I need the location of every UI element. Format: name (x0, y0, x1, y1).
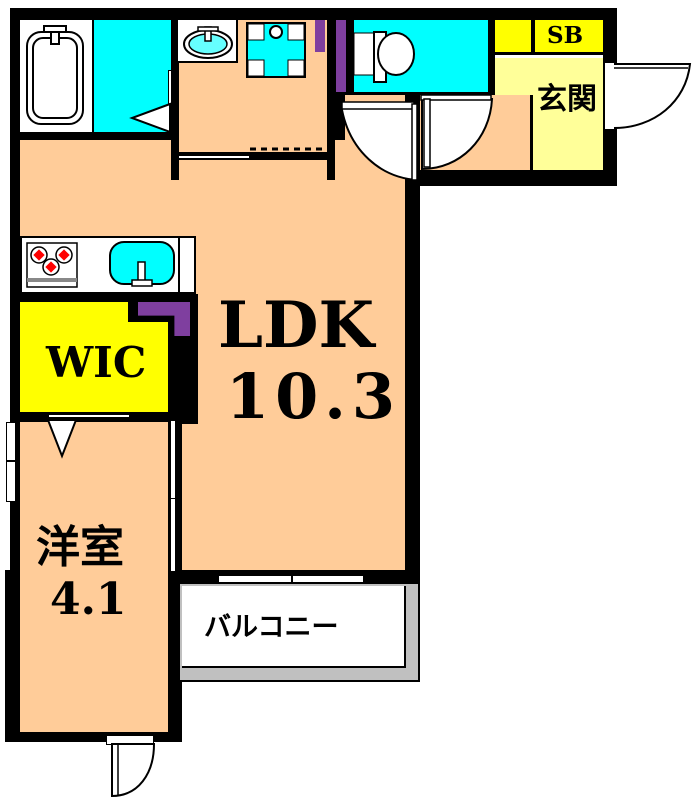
wic-door[interactable] (48, 414, 130, 418)
counter-divider (178, 238, 180, 292)
kitchen-sink-icon (109, 241, 175, 287)
washroom-door-dashes (250, 147, 326, 151)
pipe-shaft-2 (336, 20, 346, 92)
entrance-step (495, 95, 533, 170)
right-main-wall (405, 95, 420, 575)
shoe-box: SB (535, 20, 603, 52)
western-room-window-mid (6, 460, 16, 462)
wic-door-dots (177, 346, 183, 416)
shoe-box-small (495, 20, 531, 52)
western-room-floor (20, 422, 168, 732)
shoe-box-label: SB (547, 22, 584, 49)
toilet-icon (353, 31, 415, 83)
toilet-door-swing-icon[interactable] (340, 100, 420, 182)
western-room-label: 洋室 (36, 522, 124, 573)
bath-bottom-wall (18, 131, 175, 140)
balcony-window-divider (291, 575, 293, 583)
washbasin-icon (183, 26, 233, 59)
washing-machine-icon (246, 22, 306, 78)
bathtub-icon (26, 25, 84, 125)
door-arrow-icon (129, 102, 171, 134)
washroom-sliding-door[interactable] (178, 155, 250, 159)
western-room-sliding-door-lower[interactable] (170, 498, 176, 572)
western-room-window[interactable] (6, 422, 16, 502)
hall-door-swing-icon[interactable] (420, 94, 500, 175)
wic-label: WIC (46, 338, 147, 387)
washroom-right-wall (327, 18, 335, 180)
balcony-floor (182, 586, 406, 668)
shoe-box-front (495, 54, 603, 58)
western-room-sliding-door-upper[interactable] (170, 420, 176, 500)
pipe-shaft-1 (315, 20, 325, 52)
entrance-label: 玄関 (537, 82, 597, 117)
ldk-label: LDK (218, 288, 375, 363)
stove-icon (26, 242, 78, 288)
washroom-bottom-wall (178, 152, 328, 160)
bottom-door-swing-icon[interactable] (108, 743, 158, 800)
front-door-swing-icon[interactable] (613, 62, 693, 132)
balcony-label: バルコニー (204, 612, 339, 643)
door-arrow-icon-2 (46, 419, 78, 459)
western-room-size: 4.1 (50, 574, 127, 625)
washroom-left-wall (171, 18, 179, 180)
ldk-size: 10.3 (226, 360, 402, 433)
